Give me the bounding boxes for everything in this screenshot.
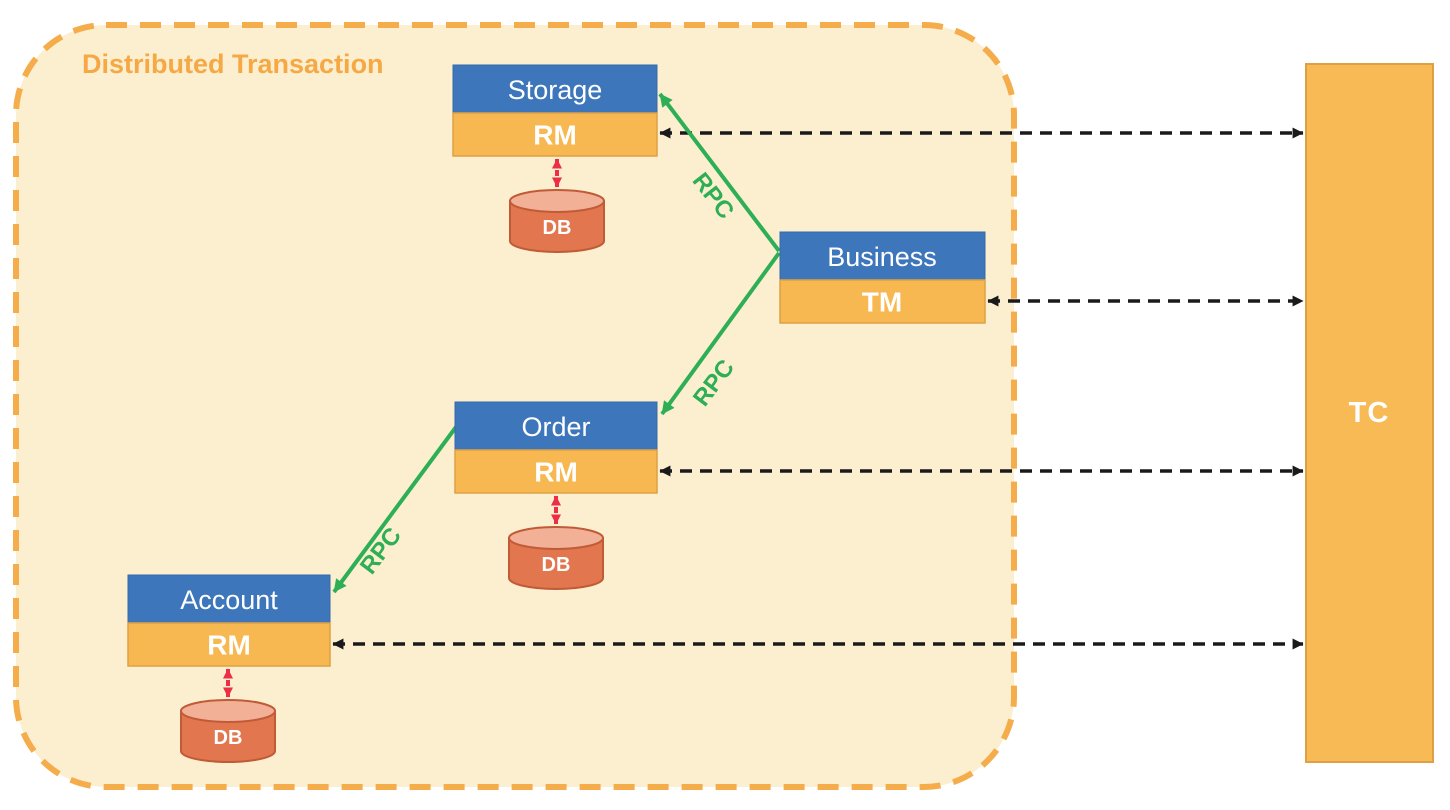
order-role-label: RM	[534, 457, 578, 488]
account-role-rect	[127, 622, 331, 667]
tc-rect	[1305, 63, 1434, 763]
account-role-label: RM	[207, 630, 251, 661]
business-role-rect	[779, 279, 986, 324]
db-cylinder-top	[508, 526, 604, 550]
storage-role-rect	[452, 112, 658, 157]
account-db-cylinder: DB	[180, 699, 276, 763]
service-business-box: Business TM	[779, 231, 986, 324]
db-cylinder-top	[180, 699, 276, 723]
business-role-label: TM	[862, 287, 902, 318]
business-name-label: Business	[827, 242, 937, 272]
storage-db-cylinder: DB	[509, 189, 605, 253]
account-name-label: Account	[180, 585, 278, 615]
business-name-rect	[779, 231, 986, 281]
storage-db-label: DB	[543, 217, 572, 239]
account-db-label: DB	[214, 727, 243, 749]
order-role-rect	[454, 449, 658, 494]
rpc-line-business-storage	[658, 92, 781, 253]
storage-name-label: Storage	[508, 75, 603, 105]
db-cylinder-top	[509, 189, 605, 213]
rpc-line-order-account	[332, 425, 458, 594]
order-db-label: DB	[542, 554, 571, 576]
service-storage-box: Storage RM	[452, 64, 658, 157]
account-name-rect	[127, 574, 331, 624]
db-cylinder-body	[508, 537, 604, 590]
order-name-label: Order	[521, 412, 590, 442]
transaction-coordinator-box: TC	[1305, 63, 1434, 763]
service-order-box: Order RM	[454, 401, 658, 494]
order-name-rect	[454, 401, 658, 451]
tc-label: TC	[1349, 397, 1390, 429]
db-cylinder-body	[509, 200, 605, 253]
storage-role-label: RM	[533, 120, 577, 151]
service-account-box: Account RM	[127, 574, 331, 667]
rpc-line-business-order	[660, 251, 781, 416]
panel-title: Distributed Transaction	[82, 49, 384, 79]
db-cylinder-body	[180, 710, 276, 763]
order-db-cylinder: DB	[508, 526, 604, 590]
